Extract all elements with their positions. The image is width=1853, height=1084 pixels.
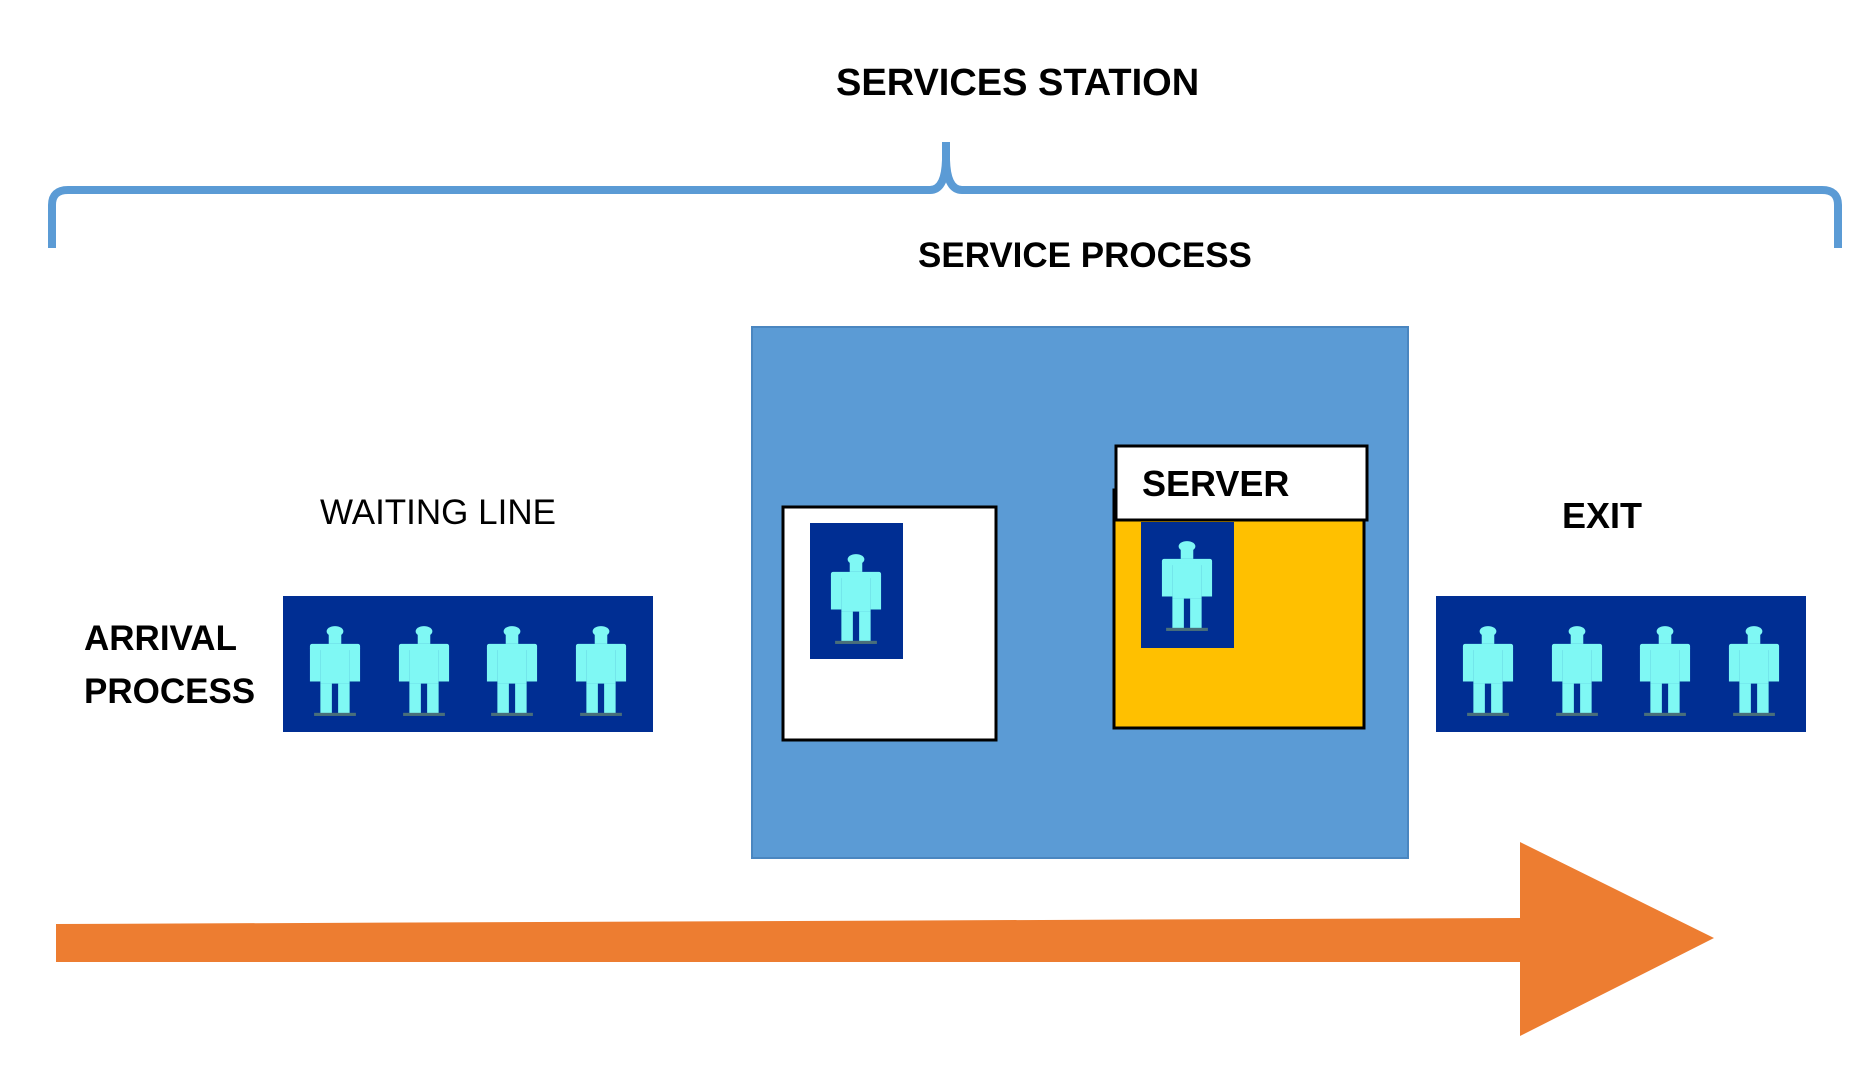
person-icon — [1456, 623, 1520, 722]
waiting-line-label: WAITING LINE — [320, 493, 556, 532]
services-station-title: SERVICES STATION — [836, 62, 1200, 104]
person-icon — [1722, 623, 1786, 722]
person-icon — [1545, 623, 1609, 722]
person-icon — [824, 551, 888, 650]
exit-strip — [1436, 596, 1806, 732]
queue-slot-person-tile — [810, 523, 903, 659]
services-station-brace — [48, 142, 1842, 248]
waiting-line-strip — [283, 596, 653, 732]
person-icon — [1633, 623, 1697, 722]
person-icon — [1155, 538, 1219, 637]
server-label-box — [1114, 444, 1369, 522]
flow-arrow — [56, 842, 1714, 1036]
arrival-label-line1: ARRIVAL — [84, 619, 237, 658]
person-icon — [480, 623, 544, 722]
service-process-label: SERVICE PROCESS — [918, 236, 1252, 275]
person-icon — [303, 623, 367, 722]
person-icon — [569, 623, 633, 722]
arrival-label-line2: PROCESS — [84, 672, 256, 711]
server-person-tile — [1141, 522, 1234, 648]
exit-label: EXIT — [1562, 495, 1643, 536]
server-label: SERVER — [1142, 463, 1290, 504]
person-icon — [392, 623, 456, 722]
